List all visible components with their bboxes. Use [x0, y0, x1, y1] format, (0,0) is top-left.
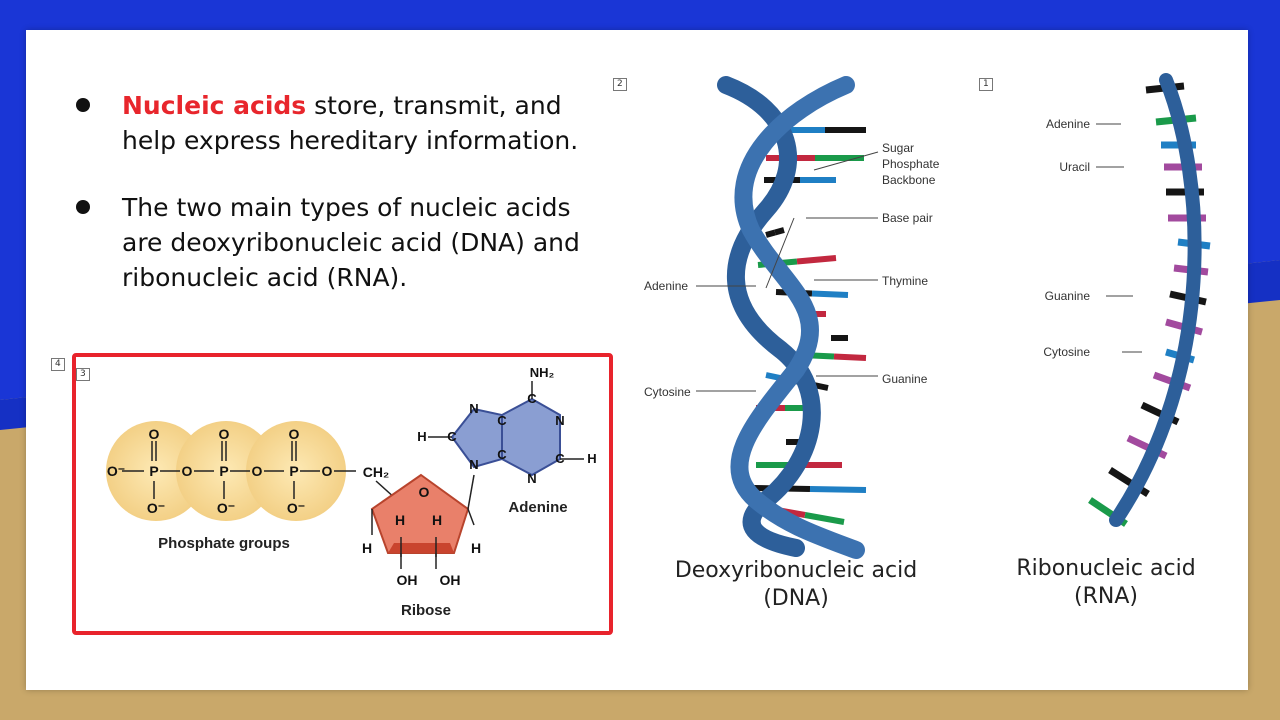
oxygen-minus-atom: O⁻ — [107, 463, 125, 479]
oxygen-atom: O — [322, 463, 333, 479]
amino-group: NH₂ — [530, 365, 555, 380]
ribose-hydrogen: H — [432, 512, 442, 528]
dna-caption-line2: (DNA) — [763, 586, 829, 611]
bullet-dot — [76, 98, 90, 112]
phosphate-sphere — [176, 421, 276, 521]
oxygen-atom: O — [182, 463, 193, 479]
phosphate-sphere — [106, 421, 206, 521]
ribose-hydrogen: H — [471, 540, 481, 556]
dna-base — [796, 255, 837, 265]
phosphorus-atom: P — [219, 463, 228, 479]
ribose-hydrogen: H — [362, 540, 372, 556]
bullet-dot — [76, 200, 90, 214]
figure-tag-rna: 1 — [979, 78, 993, 91]
adenine-label: Adenine — [508, 499, 567, 516]
ribose-hydroxyl: OH — [440, 572, 461, 588]
dna-guanine-label: Guanine — [882, 372, 928, 386]
rna-adenine-label: Adenine — [1046, 117, 1090, 131]
figure-tag-nucleotide: 3 — [76, 368, 90, 381]
dna-caption: Deoxyribonucleic acid (DNA) — [646, 557, 946, 613]
rna-guanine-label: Guanine — [1045, 289, 1091, 303]
rna-caption-line1: Ribonucleic acid — [1016, 556, 1196, 581]
adenine-five-ring — [450, 407, 503, 469]
uracil-label: Uracil — [1059, 160, 1090, 174]
oxygen-minus-atom: O⁻ — [217, 500, 235, 516]
nucleotide-diagram: O⁻ P O P O P O O O O O⁻ O⁻ O⁻ CH₂ Phosph… — [106, 365, 597, 619]
figure-tag-frame: 4 — [51, 358, 65, 371]
dna-base — [774, 227, 785, 236]
bullet-text: store, transmit, and help express heredi… — [122, 91, 579, 155]
dna-cytosine-label: Cytosine — [644, 385, 691, 399]
adenine-nitrogen: N — [527, 471, 536, 486]
rna-strand-diagram: Adenine Uracil Guanine Cytosine — [1043, 73, 1211, 527]
oxygen-minus-atom: O⁻ — [147, 500, 165, 516]
rna-caption: Ribonucleic acid (RNA) — [966, 555, 1246, 611]
adenine-carbon: C — [497, 447, 507, 462]
adenine-nitrogen: N — [469, 401, 478, 416]
adenine-hydrogen: H — [417, 429, 426, 444]
bullet-nucleic-acids: Nucleic acids store, transmit, and help … — [76, 88, 596, 158]
dna-base — [833, 353, 867, 361]
rna-cytosine-label: Cytosine — [1043, 345, 1090, 359]
phosphorus-atom: P — [149, 463, 158, 479]
dna-base — [804, 512, 845, 525]
dna-helix-diagram: Sugar Phosphate Backbone Base pair Thymi… — [644, 76, 940, 559]
adenine-carbon: C — [555, 451, 565, 466]
figure-tag-dna: 2 — [613, 78, 627, 91]
adenine-hydrogen: H — [587, 451, 596, 466]
adenine-carbon: C — [527, 391, 537, 406]
double-bond-oxygen: O — [149, 426, 160, 442]
dna-backbone-strand — [730, 76, 865, 559]
ch2-group: CH₂ — [363, 464, 389, 480]
phosphate-groups-label: Phosphate groups — [158, 535, 290, 552]
double-bond-oxygen: O — [219, 426, 230, 442]
adenine-carbon: C — [447, 429, 457, 444]
sugar-backbone-label-line2: Phosphate — [882, 157, 940, 171]
rna-backbone-strand — [1109, 73, 1202, 527]
ribose-label: Ribose — [401, 602, 451, 619]
double-bond-oxygen: O — [289, 426, 300, 442]
nucleotide-frame: 3 — [72, 353, 613, 635]
ribose-oxygen: O — [419, 484, 430, 500]
dna-adenine-label: Adenine — [644, 279, 688, 293]
oxygen-atom: O — [252, 463, 263, 479]
rna-caption-line2: (RNA) — [1074, 584, 1138, 609]
sugar-backbone-label-line3: Backbone — [882, 173, 936, 187]
dna-base — [765, 229, 776, 238]
adenine-nitrogen: N — [555, 413, 564, 428]
adenine-six-ring — [501, 397, 561, 477]
thymine-label: Thymine — [882, 274, 928, 288]
dna-caption-line1: Deoxyribonucleic acid — [674, 558, 918, 583]
adenine-nitrogen: N — [469, 457, 478, 472]
bullet-two-types: The two main types of nucleic acids are … — [76, 190, 596, 295]
bullet-highlight: Nucleic acids — [122, 91, 307, 120]
ribose-hydroxyl: OH — [397, 572, 418, 588]
base-pair-label: Base pair — [882, 211, 933, 225]
phosphate-sphere — [246, 421, 346, 521]
sugar-backbone-label-line1: Sugar — [882, 141, 914, 155]
dna-base — [809, 486, 867, 493]
phosphorus-atom: P — [289, 463, 298, 479]
ribose-hydrogen: H — [395, 512, 405, 528]
bullet-list: Nucleic acids store, transmit, and help … — [76, 88, 596, 327]
slide: Nucleic acids store, transmit, and help … — [26, 30, 1248, 690]
oxygen-minus-atom: O⁻ — [287, 500, 305, 516]
dna-base — [811, 290, 849, 298]
bullet-text: The two main types of nucleic acids are … — [122, 193, 580, 292]
adenine-carbon: C — [497, 413, 507, 428]
